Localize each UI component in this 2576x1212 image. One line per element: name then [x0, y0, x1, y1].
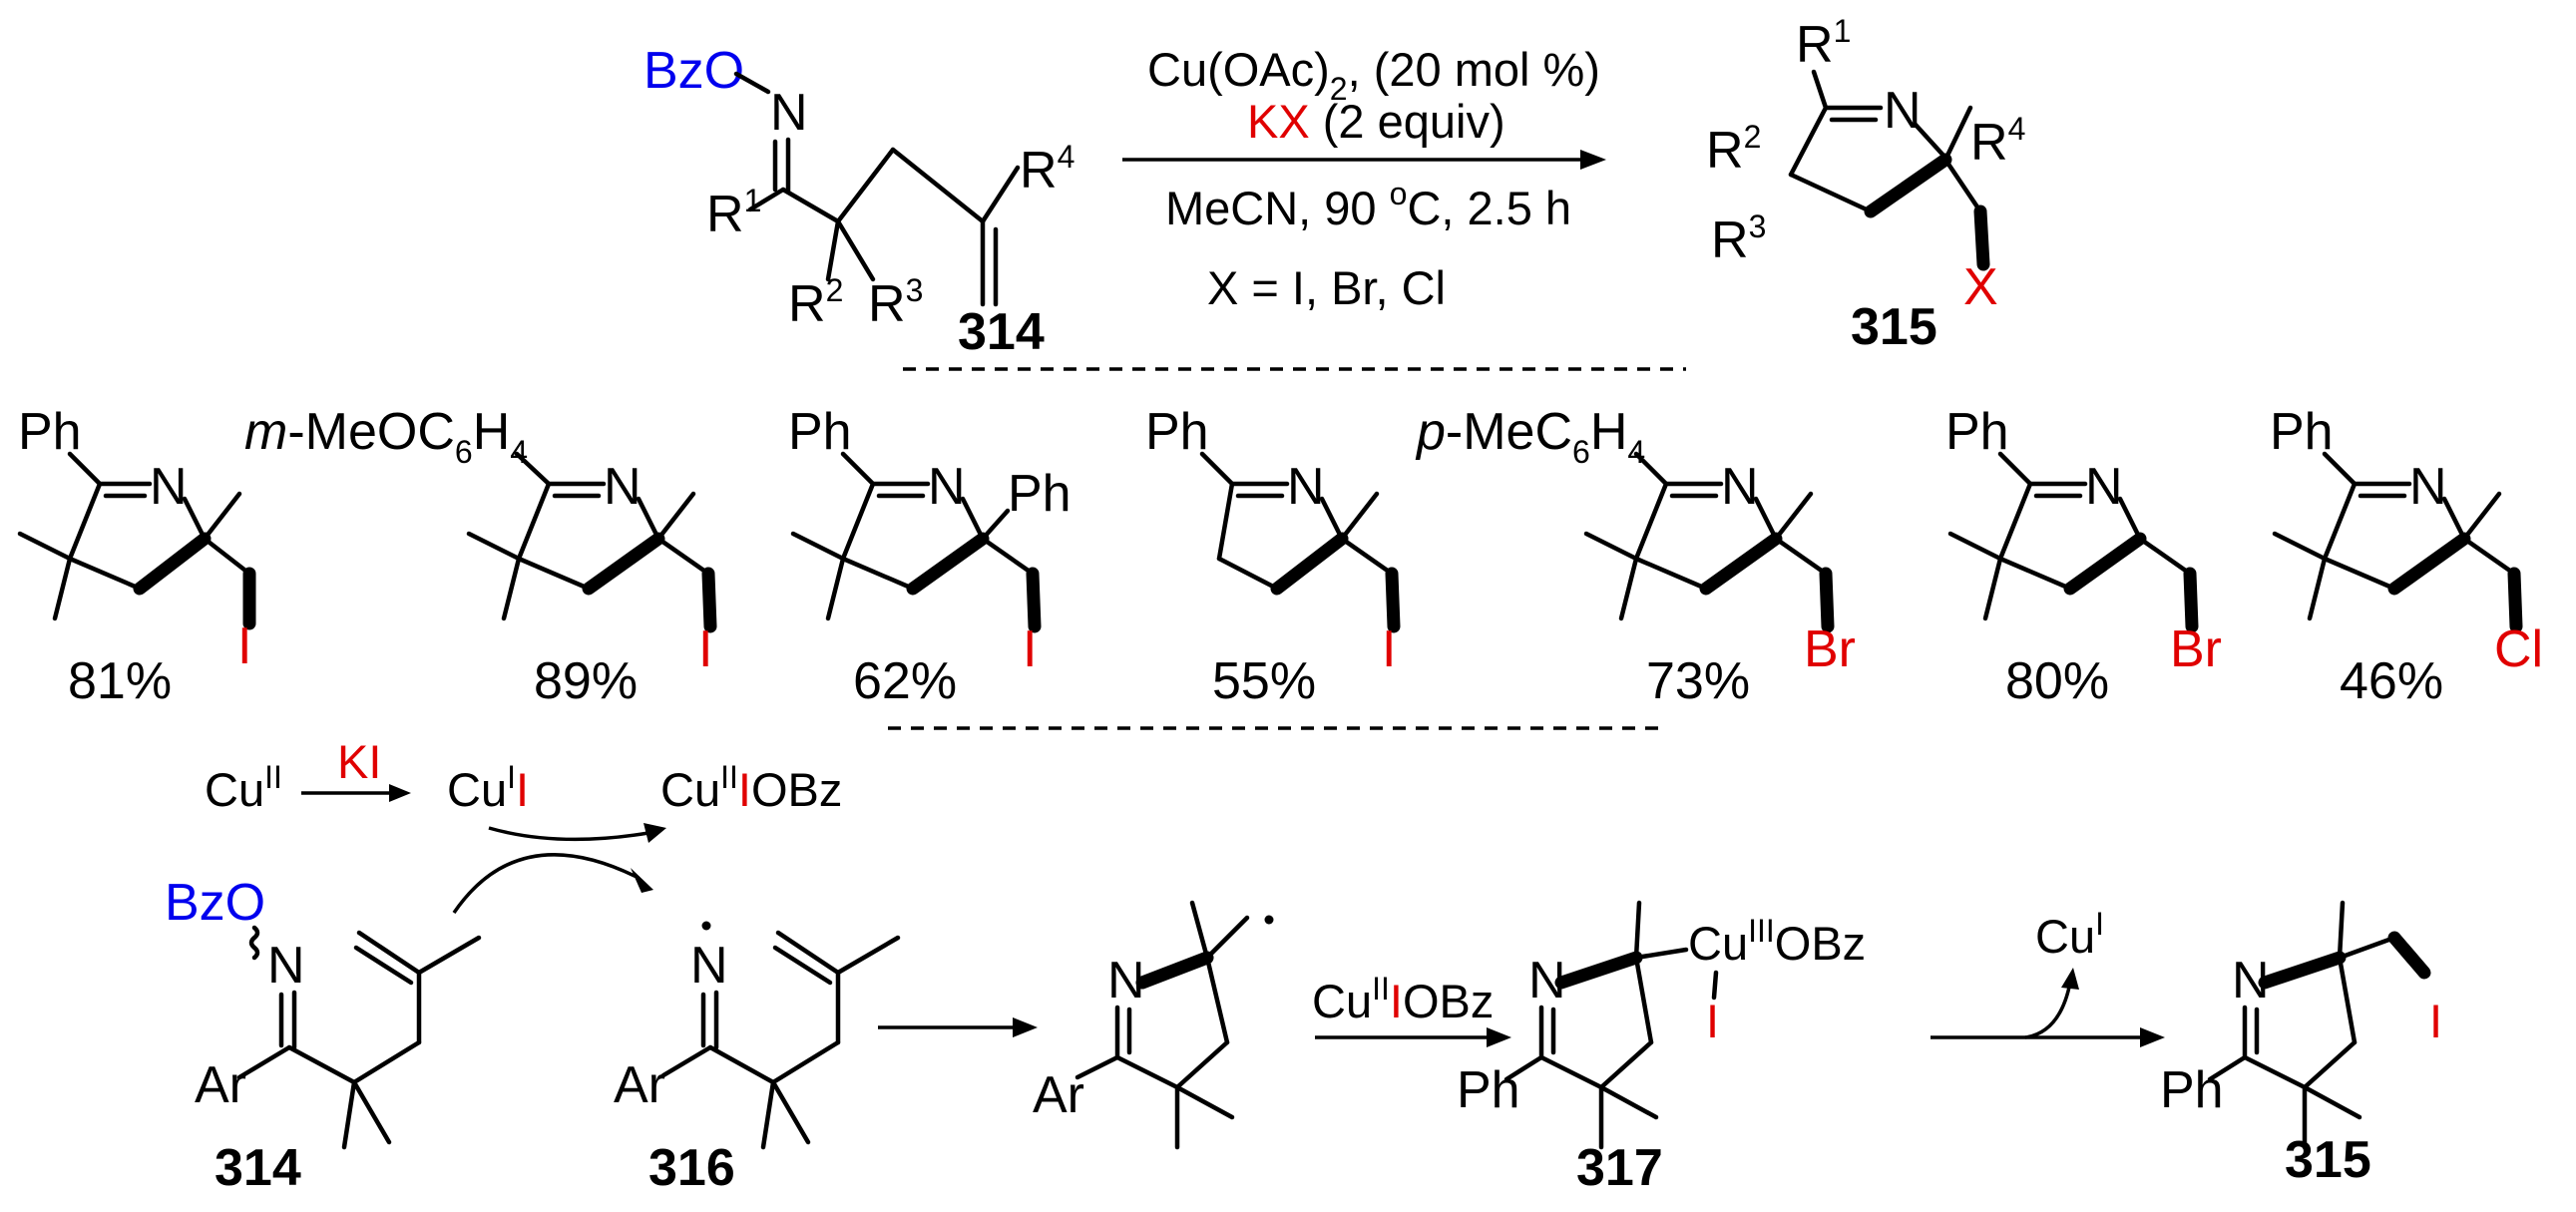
example-1: Ph N I 81%	[17, 403, 256, 710]
ex5-halide: Br	[1804, 620, 1856, 678]
ex6-halide: Br	[2170, 620, 2222, 678]
prod-r4-label: R4	[1970, 111, 2025, 172]
radical-dot	[701, 921, 711, 931]
compound-id-314: 314	[958, 303, 1045, 361]
ex6-aryl: Ph	[1945, 403, 2009, 461]
ex3-halide: I	[1023, 620, 1037, 678]
ex7-n: N	[2409, 458, 2447, 516]
reag-cu-label: CuIIIOBz	[1312, 971, 1494, 1027]
prod-r3-label: R3	[1711, 208, 1766, 269]
mech-bzo: BzO	[165, 874, 265, 932]
ex3-yield: 62%	[853, 652, 957, 710]
prod-i: I	[2429, 995, 2442, 1047]
compound-id-315: 315	[1851, 298, 1937, 356]
prod-n-label: N	[1884, 82, 1922, 140]
example-3: Ph N Ph I 62%	[788, 403, 1072, 710]
mechanism-product-315: N I Ph 315	[2160, 900, 2442, 1189]
mechanism-substrate-314: BzO N Ar 314	[165, 874, 482, 1197]
mech-id-316: 316	[648, 1139, 735, 1197]
solvent-conditions-label: MeCN, 90 oC, 2.5 h	[1165, 176, 1571, 234]
ex5-aryl: p-MeC6H4	[1415, 403, 1645, 470]
ex2-yield: 89%	[534, 652, 638, 710]
catalyst-label: Cu(OAc)2, (20 mol %)	[1147, 43, 1600, 107]
ex6-n: N	[2085, 458, 2123, 516]
ex4-n: N	[1287, 458, 1325, 516]
ex4-halide: I	[1382, 620, 1396, 678]
ex1-yield: 81%	[68, 652, 172, 710]
starting-material-314: BzO N R1 R2 R3 R4 314	[644, 42, 1074, 361]
cu-ii-i-obz-label: CuIIIOBz	[660, 759, 842, 816]
example-7: Ph N Cl 46%	[2270, 403, 2543, 710]
mech-ar: Ar	[195, 1056, 246, 1114]
reductive-elimination-step: CuI	[1931, 906, 2165, 1047]
ex7-aryl: Ph	[2270, 403, 2334, 461]
bzo-label: BzO	[644, 42, 744, 100]
cu-trap-step: CuIIIOBz	[1312, 971, 1511, 1047]
cu-oxidation-arrow	[488, 826, 649, 842]
copper-cycle: CuII KI CuII CuIIIOBz	[205, 735, 842, 914]
mech-n: N	[267, 937, 305, 995]
prod-r2-label: R2	[1706, 119, 1761, 180]
ex4-yield: 55%	[1212, 652, 1316, 710]
rad-n: N	[690, 937, 728, 995]
int-cu-label: CuIIIOBz	[1688, 913, 1866, 970]
mech-id-314: 314	[215, 1139, 301, 1197]
example-6: Ph N Br 80%	[1945, 403, 2222, 710]
cu-i-label: CuII	[447, 759, 529, 816]
cu-ii-label: CuII	[205, 759, 282, 816]
example-5: p-MeC6H4 N Br 73%	[1415, 403, 1856, 710]
ex2-aryl: m-MeOC6H4	[244, 403, 528, 470]
rad-ar: Ar	[614, 1056, 665, 1114]
prod-x-label: X	[1963, 258, 1998, 316]
ex3-aryl: Ph	[788, 403, 852, 461]
cyclized-alkyl-radical: N Ar	[1033, 900, 1274, 1150]
oxime-n-label: N	[770, 84, 808, 142]
cu-release-arrow	[2024, 982, 2072, 1039]
ex3-n: N	[928, 458, 966, 516]
int-ph: Ph	[1457, 1061, 1520, 1119]
prod-ph: Ph	[2160, 1061, 2224, 1119]
product-315: R1 N R2 R3 R4 X 315	[1706, 13, 2025, 356]
ex1-aryl: Ph	[18, 403, 82, 461]
example-4: Ph N I 55%	[1145, 403, 1401, 710]
ex2-n: N	[604, 458, 642, 516]
int-i-label: I	[1706, 995, 1719, 1047]
cyc-ar: Ar	[1033, 1066, 1084, 1124]
r4-label: R4	[1020, 139, 1074, 200]
halide-reagent-label: KX (2 equiv)	[1247, 95, 1505, 148]
ex3-r4: Ph	[1008, 465, 1072, 523]
reaction-conditions: Cu(OAc)2, (20 mol %) KX (2 equiv) MeCN, …	[1122, 43, 1606, 314]
prod-r1-label: R1	[1796, 13, 1851, 74]
ex4-aryl: Ph	[1145, 403, 1209, 461]
reaction-arrow-head	[1580, 150, 1606, 170]
ex7-yield: 46%	[2340, 652, 2443, 710]
ex1-halide: I	[237, 617, 251, 675]
ex5-yield: 73%	[1646, 652, 1750, 710]
r3-label: R3	[868, 272, 923, 333]
ex6-yield: 80%	[2005, 652, 2109, 710]
ex5-n: N	[1721, 458, 1759, 516]
ex2-halide: I	[698, 620, 712, 678]
ki-label: KI	[337, 735, 381, 788]
example-2: m-MeOC6H4 N I 89%	[244, 403, 717, 710]
out-cu-label: CuI	[2035, 906, 2104, 963]
mech-id-317: 317	[1576, 1139, 1663, 1197]
iminyl-radical-316: N Ar 316	[614, 921, 901, 1197]
ex7-halide: Cl	[2494, 620, 2543, 678]
ex1-n: N	[150, 458, 188, 516]
electron-transfer-arrow	[452, 853, 640, 914]
mech-id-315: 315	[2285, 1131, 2371, 1189]
x-definition-label: X = I, Br, Cl	[1207, 261, 1446, 314]
cu-iii-intermediate-317: N CuIIIOBz I Ph 317	[1457, 900, 1866, 1197]
r2-label: R2	[788, 272, 843, 333]
r1-label: R1	[706, 183, 761, 243]
